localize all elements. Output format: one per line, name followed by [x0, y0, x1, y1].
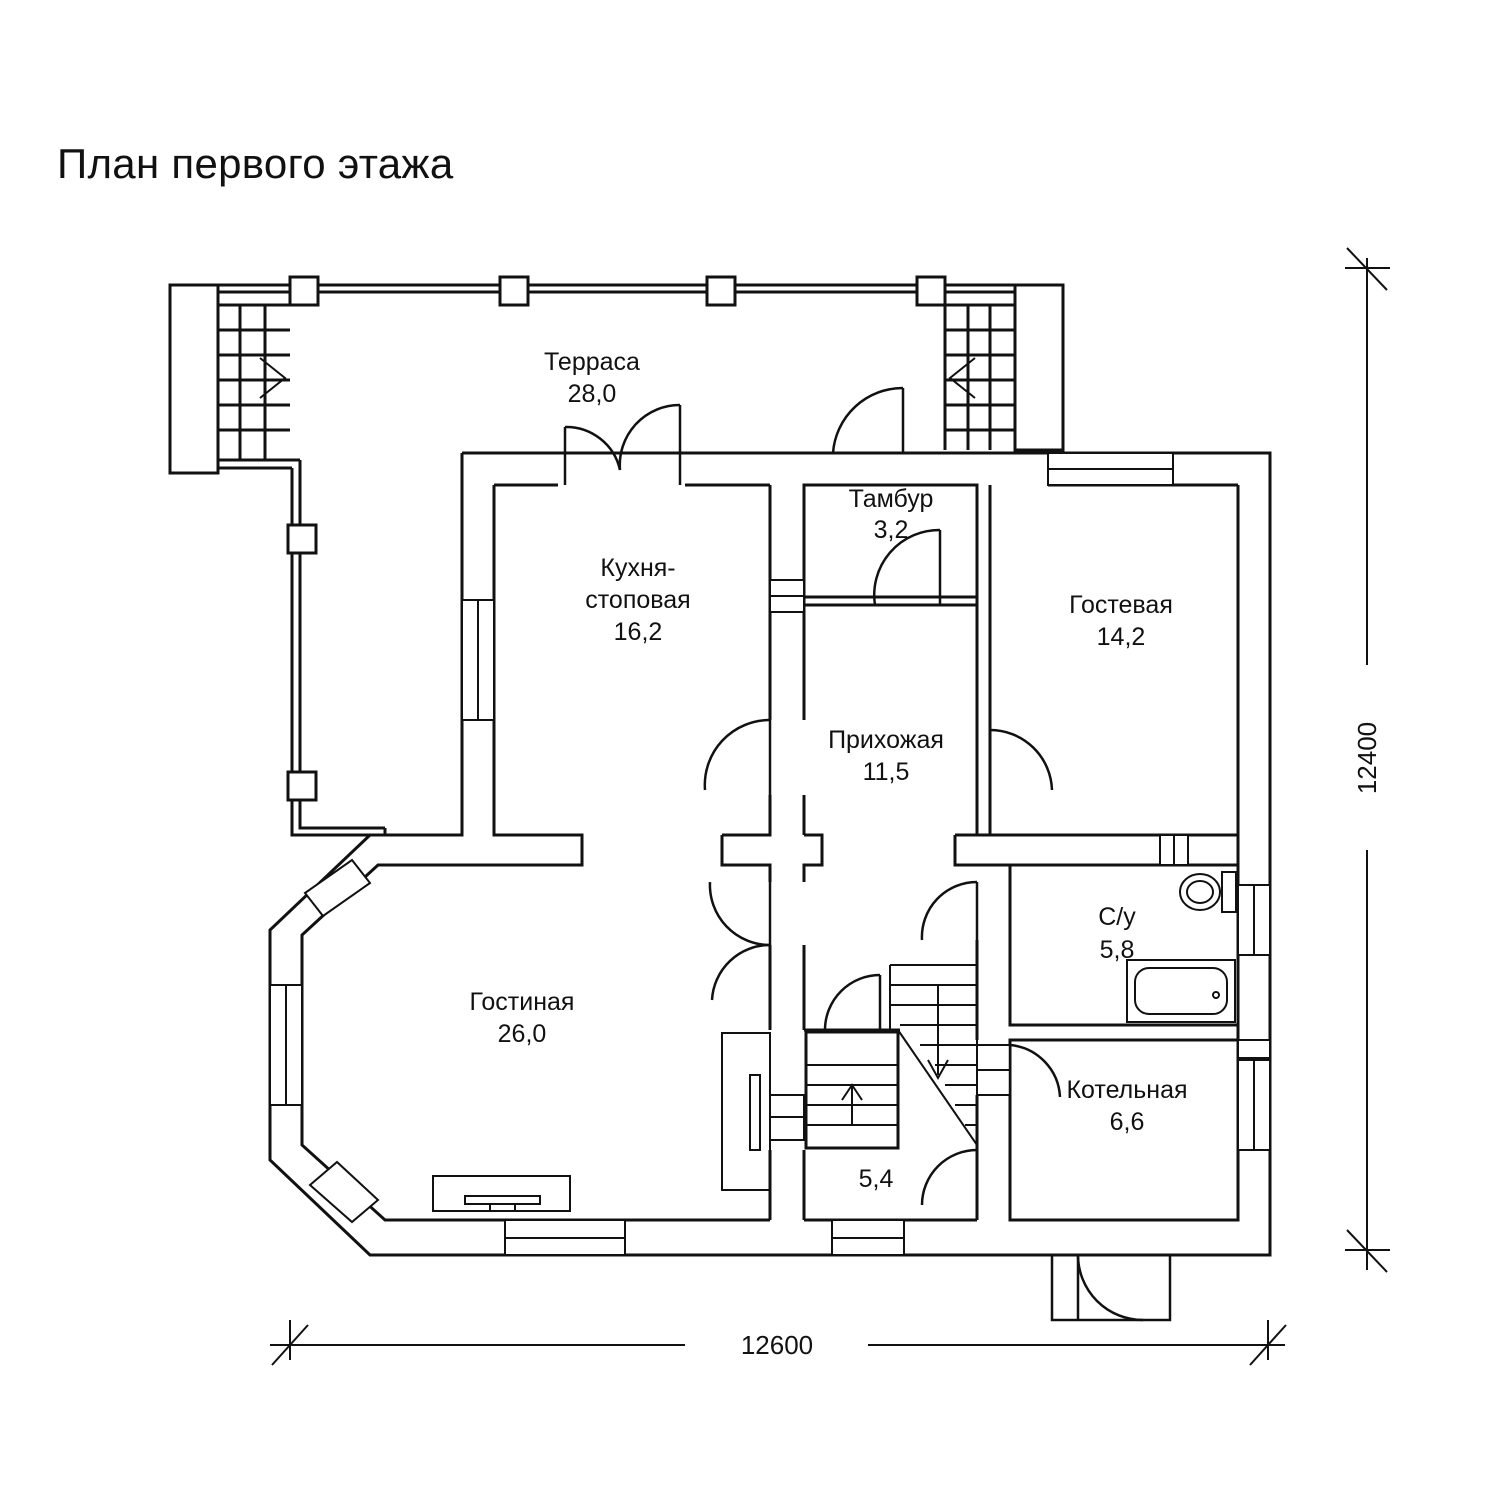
doors: [563, 386, 1172, 1322]
room-area-bathroom: 5,8: [1100, 936, 1135, 964]
fireplace-icon: [721, 1032, 771, 1191]
tv-cabinet-icon: [432, 1175, 571, 1212]
room-name-bathroom: С/у: [1098, 903, 1136, 931]
room-name-vestibule: Тамбур: [849, 485, 934, 513]
fixtures: [432, 871, 1237, 1212]
room-area-stair: 5,4: [859, 1165, 894, 1193]
room-name-kitchen-line1: Кухня-: [600, 554, 675, 582]
room-area-vestibule: 3,2: [874, 516, 909, 544]
plan-title: План первого этажа: [57, 140, 454, 187]
terrace: [168, 283, 1065, 837]
toilet-icon: [1221, 871, 1237, 913]
room-labels: Терраса 28,0 Тамбур 3,2 Кухня- стоповая …: [470, 348, 1188, 1193]
room-area-terrace: 28,0: [568, 380, 617, 408]
room-name-living: Гостиная: [470, 988, 575, 1016]
room-name-hall: Прихожая: [828, 726, 944, 754]
room-area-living: 26,0: [498, 1020, 547, 1048]
room-name-boiler: Котельная: [1066, 1076, 1187, 1104]
room-area-boiler: 6,6: [1110, 1108, 1145, 1136]
interior-stairs: [806, 964, 978, 1146]
room-area-guest: 14,2: [1097, 623, 1146, 651]
dimension-lines: [270, 247, 1390, 1366]
dimension-height-label: 12400: [1352, 722, 1382, 794]
dimension-width-label: 12600: [741, 1330, 813, 1360]
room-area-hall: 11,5: [863, 758, 910, 786]
bathtub-icon: [1126, 959, 1236, 1023]
room-name-guest: Гостевая: [1069, 591, 1173, 619]
room-name-terrace: Терраса: [544, 348, 640, 376]
room-area-kitchen: 16,2: [614, 618, 663, 646]
room-name-kitchen-line2: стоповая: [585, 586, 690, 614]
terrace-columns: [286, 275, 947, 802]
